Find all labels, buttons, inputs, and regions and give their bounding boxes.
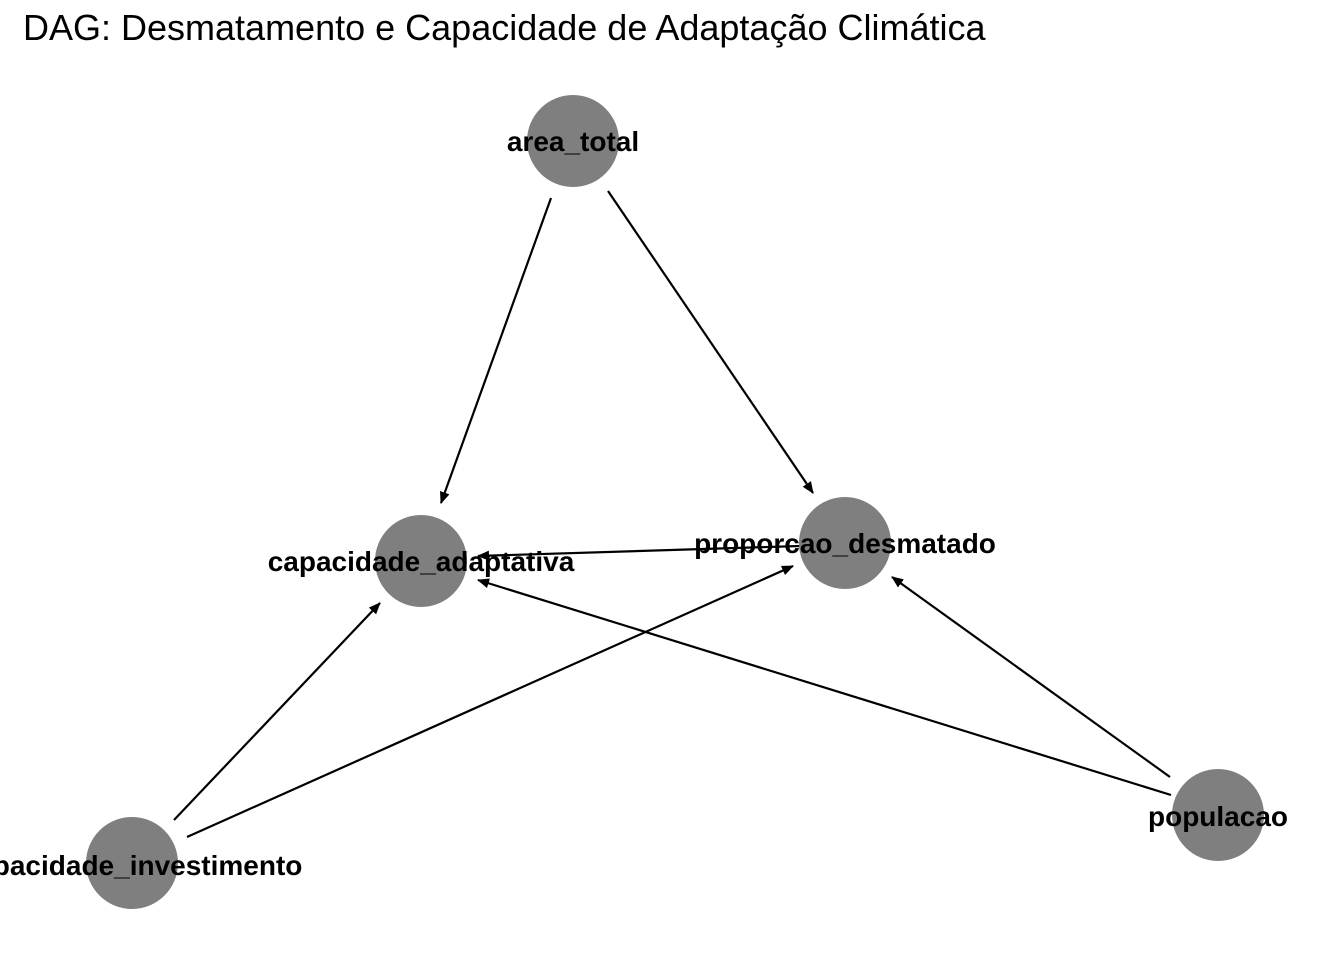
node-populacao <box>1172 769 1264 861</box>
edge-proporcao_desmatado-to-capacidade_adaptativa <box>477 544 801 561</box>
node-area_total <box>527 95 619 187</box>
edge-area_total-to-capacidade_adaptativa <box>439 197 553 504</box>
edge-capacidade_investimento-to-capacidade_adaptativa <box>173 602 381 821</box>
node-label-capacidade_adaptativa: capacidade_adaptativa <box>268 546 575 577</box>
node-label-proporcao_desmatado: proporcao_desmatado <box>694 528 996 559</box>
node-label-area_total: area_total <box>507 126 639 157</box>
node-label-populacao: populacao <box>1148 801 1288 832</box>
edge-area_total-to-proporcao_desmatado <box>607 190 814 494</box>
node-proporcao_desmatado <box>799 497 891 589</box>
node-label-capacidade_investimento: capacidade_investimento <box>0 850 302 881</box>
node-capacidade_investimento <box>86 817 178 909</box>
edges-layer <box>173 190 1172 839</box>
edge-populacao-to-capacidade_adaptativa <box>477 578 1172 797</box>
edge-capacidade_investimento-to-proporcao_desmatado <box>186 564 794 839</box>
labels-layer: area_total capacidade_adaptativa proporcao… <box>0 126 1288 881</box>
diagram-title: DAG: Desmatamento e Capacidade de Adapta… <box>23 7 986 48</box>
nodes-layer <box>86 95 1264 909</box>
edge-populacao-to-proporcao_desmatado <box>891 576 1171 778</box>
node-capacidade_adaptativa <box>375 515 467 607</box>
